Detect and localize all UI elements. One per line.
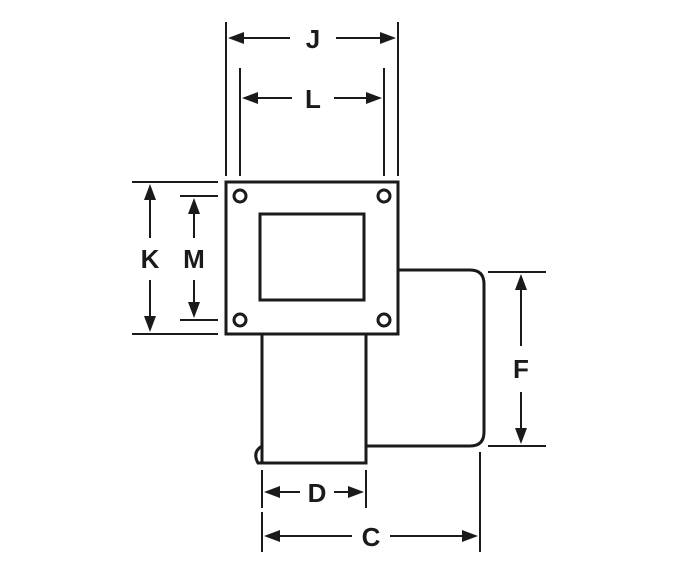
dimension-d: D [261, 470, 367, 508]
dimension-j: J [225, 22, 399, 176]
dimension-f: F [488, 271, 546, 447]
dimension-l: L [239, 68, 385, 176]
outlet-flange [224, 180, 400, 336]
dimension-m: M [180, 195, 218, 321]
bolt-hole-bottom-right [376, 312, 392, 328]
label-k: K [141, 244, 160, 274]
label-d: D [308, 478, 327, 508]
label-l: L [305, 84, 321, 114]
label-c: C [362, 522, 381, 552]
bolt-hole-top-right [376, 188, 392, 204]
bolt-hole-top-left [232, 188, 248, 204]
bolt-hole-bottom-left [232, 312, 248, 328]
label-j: J [306, 24, 320, 54]
blower-housing [254, 328, 368, 465]
label-m: M [183, 244, 205, 274]
dimension-k: K [132, 181, 218, 335]
label-f: F [513, 354, 529, 384]
dimension-c: C [261, 452, 481, 552]
